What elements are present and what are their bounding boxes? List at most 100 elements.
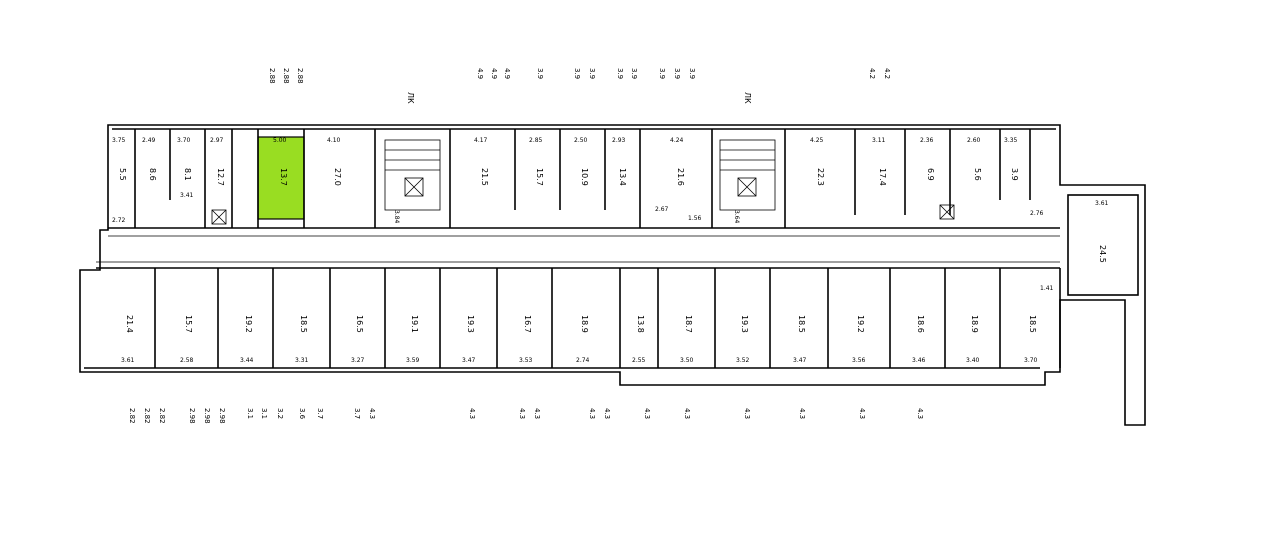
room-dim-b8: 3.53 bbox=[519, 357, 533, 364]
room-dim-r11: 4.24 bbox=[670, 137, 684, 144]
stamp-top-5: 4.9 bbox=[503, 68, 511, 79]
stamp-top-3: 4.9 bbox=[476, 68, 484, 79]
room-area-r11: 21.6 bbox=[676, 168, 685, 186]
stamp-bottom-9: 3.6 bbox=[298, 408, 306, 420]
room-dim-r9: 2.50 bbox=[574, 137, 588, 144]
room-area-r3: 8.1 bbox=[183, 168, 192, 181]
room-area-r2: 8.6 bbox=[148, 168, 157, 181]
stamp-bottom-1: 2.82 bbox=[143, 408, 151, 424]
room-area-b13: 18.5 bbox=[797, 315, 806, 333]
area-annex: 24.5 bbox=[1098, 245, 1107, 263]
room-dim-b4: 3.31 bbox=[295, 357, 309, 364]
room-area-b5: 16.5 bbox=[355, 315, 364, 333]
room-dim-r12: 4.25 bbox=[810, 137, 824, 144]
room-dim-r6: 4.10 bbox=[327, 137, 341, 144]
stamp-bottom-22: 4.3 bbox=[858, 408, 866, 419]
room-dim-b1: 3.61 bbox=[121, 357, 135, 364]
room-dim-r15: 2.60 bbox=[967, 137, 981, 144]
highlighted-room[interactable] bbox=[257, 136, 305, 220]
room-area-b12: 19.3 bbox=[740, 315, 749, 333]
room-dim-r2: 2.49 bbox=[142, 137, 156, 144]
room-dim-b13: 3.47 bbox=[793, 357, 807, 364]
stamp-top-15: 4.2 bbox=[883, 68, 891, 79]
room-area-r14: 6.9 bbox=[926, 168, 935, 181]
stairwell-right bbox=[719, 139, 776, 211]
annex-room bbox=[1067, 194, 1139, 296]
dim-small-2: 1.41 bbox=[1040, 285, 1054, 292]
stamp-bottom-8: 3.2 bbox=[276, 408, 284, 419]
room-dim-b12: 3.52 bbox=[736, 357, 750, 364]
room-dim-r14: 2.36 bbox=[920, 137, 934, 144]
room-dim-r4: 2.97 bbox=[210, 137, 224, 144]
stamp-top-13: 3.9 bbox=[688, 68, 696, 79]
room-area-r5: 13.7 bbox=[279, 168, 288, 186]
stamp-top-7: 3.9 bbox=[573, 68, 581, 79]
dim-corridor-3: 1.56 bbox=[688, 215, 702, 222]
room-area-b3: 19.2 bbox=[244, 315, 253, 333]
room-area-r9: 10.9 bbox=[580, 168, 589, 186]
stamp-top-0: 2.88 bbox=[268, 68, 276, 84]
stamp-bottom-11: 3.7 bbox=[353, 408, 361, 419]
room-dim-b16: 3.40 bbox=[966, 357, 980, 364]
stamp-top-8: 3.9 bbox=[588, 68, 596, 79]
room-area-b10: 13.8 bbox=[636, 315, 645, 333]
dim-corridor-2: 3.64 bbox=[733, 210, 740, 224]
room-area-r8: 15.7 bbox=[535, 168, 544, 186]
stamp-top-2: 2.88 bbox=[296, 68, 304, 84]
room-dim-b15: 3.46 bbox=[912, 357, 926, 364]
bottom-partitions bbox=[154, 268, 1061, 368]
stamp-bottom-5: 2.98 bbox=[218, 408, 226, 424]
dim-corridor-4: 2.76 bbox=[1030, 210, 1044, 217]
room-dim-r1: 3.75 bbox=[112, 137, 126, 144]
room-area-r16: 3.9 bbox=[1010, 168, 1019, 181]
outer-walls bbox=[79, 124, 1146, 426]
room-dim-b2: 2.58 bbox=[180, 357, 194, 364]
room-dim-b5: 3.27 bbox=[351, 357, 365, 364]
room-dim-r5: 5.00 bbox=[273, 137, 287, 144]
room-area-r4: 12.7 bbox=[216, 168, 225, 186]
stamp-top-6: 3.9 bbox=[536, 68, 544, 79]
stairwell-left bbox=[384, 139, 441, 211]
stair-label-right: ЛК bbox=[743, 92, 752, 104]
stamp-top-14: 4.2 bbox=[868, 68, 876, 79]
room-area-b8: 16.7 bbox=[523, 315, 532, 333]
dim-small-1: 3.41 bbox=[180, 192, 194, 199]
room-dim-b11: 3.50 bbox=[680, 357, 694, 364]
stamp-top-12: 3.9 bbox=[673, 68, 681, 79]
room-area-r15: 5.6 bbox=[973, 168, 982, 181]
stamp-bottom-2: 2.82 bbox=[158, 408, 166, 424]
stamp-bottom-16: 4.3 bbox=[588, 408, 596, 419]
room-dim-b10: 2.55 bbox=[632, 357, 646, 364]
top-partitions bbox=[134, 129, 1031, 228]
stamp-bottom-18: 4.3 bbox=[643, 408, 651, 419]
room-area-b4: 18.5 bbox=[299, 315, 308, 333]
room-area-r1: 5.5 bbox=[118, 168, 127, 181]
stamp-bottom-0: 2.82 bbox=[128, 408, 136, 424]
stamp-bottom-12: 4.3 bbox=[368, 408, 376, 419]
room-area-b15: 18.6 bbox=[916, 315, 925, 333]
room-dim-b17: 3.70 bbox=[1024, 357, 1038, 364]
room-dim-r13: 3.11 bbox=[872, 137, 886, 144]
elevator-shafts bbox=[211, 204, 955, 225]
stamp-top-4: 4.9 bbox=[490, 68, 498, 79]
room-area-b14: 19.2 bbox=[856, 315, 865, 333]
room-area-b6: 19.1 bbox=[410, 315, 419, 333]
room-area-r10: 13.4 bbox=[618, 168, 627, 186]
stamp-bottom-15: 4.3 bbox=[533, 408, 541, 419]
stamp-bottom-4: 2.98 bbox=[203, 408, 211, 424]
room-dim-b14: 3.56 bbox=[852, 357, 866, 364]
stamp-bottom-6: 3.1 bbox=[246, 408, 254, 419]
stamp-bottom-19: 4.3 bbox=[683, 408, 691, 419]
room-dim-r7: 4.17 bbox=[474, 137, 488, 144]
room-area-b2: 15.7 bbox=[184, 315, 193, 333]
room-area-r6: 27.0 bbox=[333, 168, 342, 186]
room-dim-b6: 3.59 bbox=[406, 357, 420, 364]
stair-label-left: ЛК bbox=[406, 92, 415, 104]
dim-annex: 3.61 bbox=[1095, 200, 1109, 207]
stamp-bottom-20: 4.3 bbox=[743, 408, 751, 419]
room-area-b11: 18.7 bbox=[684, 315, 693, 333]
stamp-bottom-10: 3.7 bbox=[316, 408, 324, 419]
room-dim-b9: 2.74 bbox=[576, 357, 590, 364]
room-dim-r3: 3.70 bbox=[177, 137, 191, 144]
